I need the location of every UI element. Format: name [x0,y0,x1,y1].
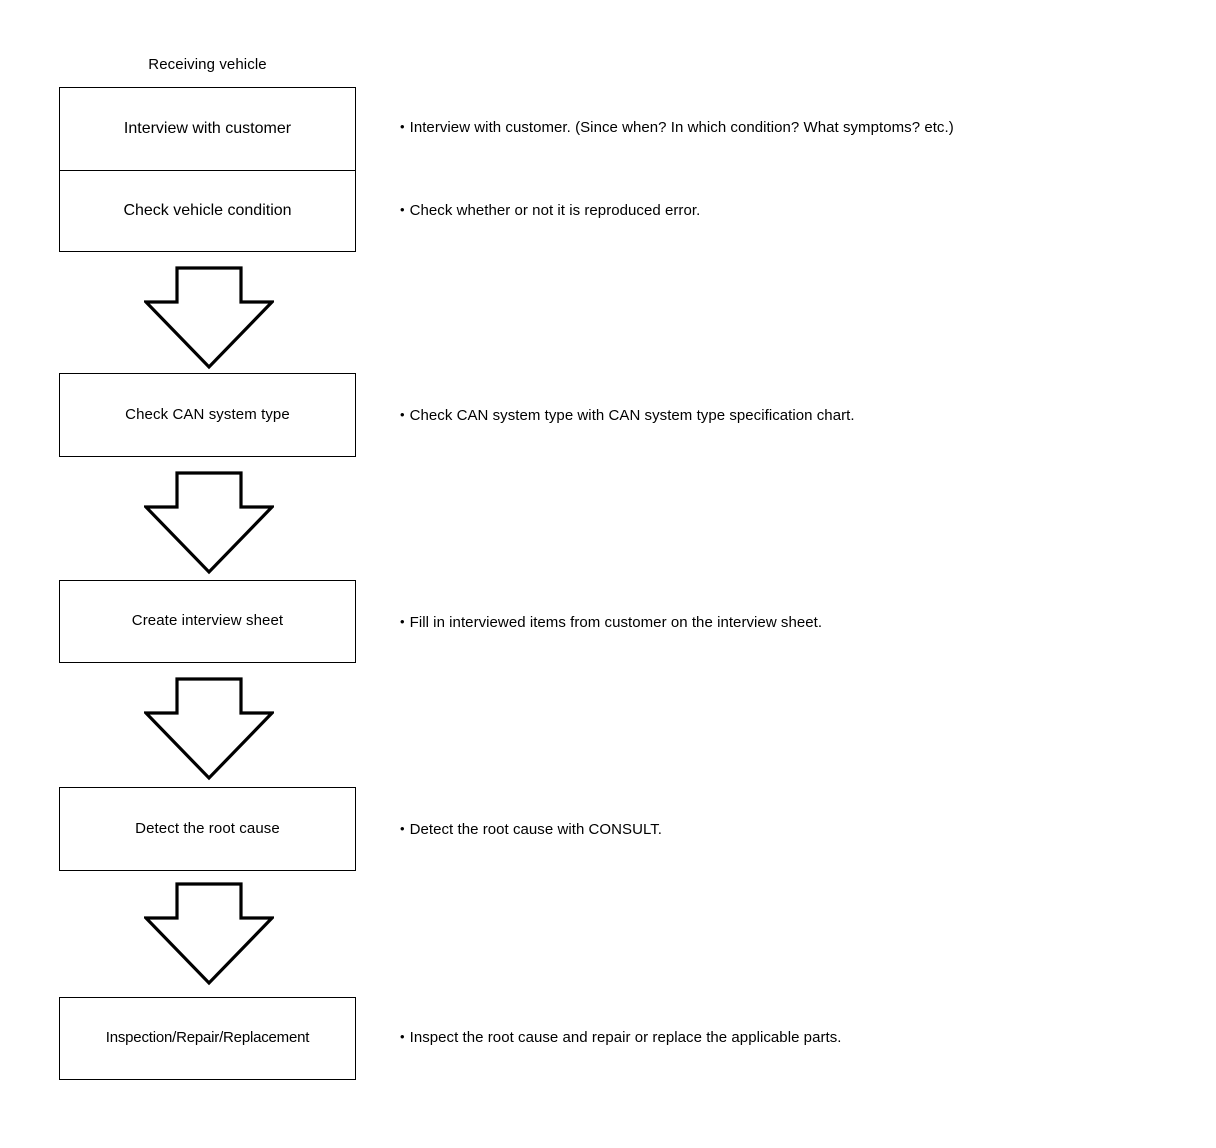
note-check-can-system-type: • Check CAN system type with CAN system t… [400,407,855,425]
process-box-create-interview-sheet[interactable]: Create interview sheet [59,580,356,663]
process-box-label: Inspection/Repair/Replacement [105,1029,310,1047]
process-box-detect-the-root-cause[interactable]: Detect the root cause [59,787,356,871]
process-box-check-can-system-type[interactable]: Check CAN system type [59,373,356,457]
process-box-inspection-repair-replacement[interactable]: Inspection/Repair/Replacement [59,997,356,1080]
bullet-icon: • [400,407,405,422]
note-create-interview-sheet: • Fill in interviewed items from customer… [400,614,822,632]
note-check-vehicle-condition: • Check whether or not it is reproduced e… [400,202,700,220]
note-interview-with-customer: • Interview with customer. (Since when? I… [400,119,954,137]
note-inspection-repair-replacement: • Inspect the root cause and repair or re… [400,1029,842,1047]
down-block-arrow-icon [144,882,274,986]
note-text: Check whether or not it is reproduced er… [409,202,701,219]
process-box-label: Check vehicle condition [123,201,292,219]
bullet-icon: • [400,614,405,629]
process-box-label: Detect the root cause [135,819,280,837]
connector-arrow-2 [144,471,274,575]
connector-arrow-3 [144,677,274,781]
bullet-icon: • [400,821,405,836]
note-text: Check CAN system type with CAN system ty… [409,407,855,424]
process-box-check-vehicle-condition[interactable]: Check vehicle condition [60,169,355,252]
down-block-arrow-icon [144,266,274,370]
process-box-label: Interview with customer [123,119,292,137]
process-box-interview-with-customer[interactable]: Interview with customer [60,88,355,170]
note-text: Detect the root cause with CONSULT. [409,821,663,838]
flowchart-title: Receiving vehicle [148,56,267,73]
note-text: Fill in interviewed items from customer … [409,614,823,631]
note-text: Inspect the root cause and repair or rep… [409,1029,842,1046]
note-detect-the-root-cause: • Detect the root cause with CONSULT. [400,821,662,839]
process-box-label: Create interview sheet [131,612,284,630]
down-block-arrow-icon [144,471,274,575]
note-text: Interview with customer. (Since when? In… [409,119,954,136]
bullet-icon: • [400,119,405,134]
process-box-label: Check CAN system type [125,405,290,423]
process-box-group-receiving: Interview with customer Check vehicle co… [59,87,356,252]
bullet-icon: • [400,1029,405,1044]
down-block-arrow-icon [144,677,274,781]
connector-arrow-4 [144,882,274,986]
bullet-icon: • [400,202,405,217]
connector-arrow-1 [144,266,274,370]
